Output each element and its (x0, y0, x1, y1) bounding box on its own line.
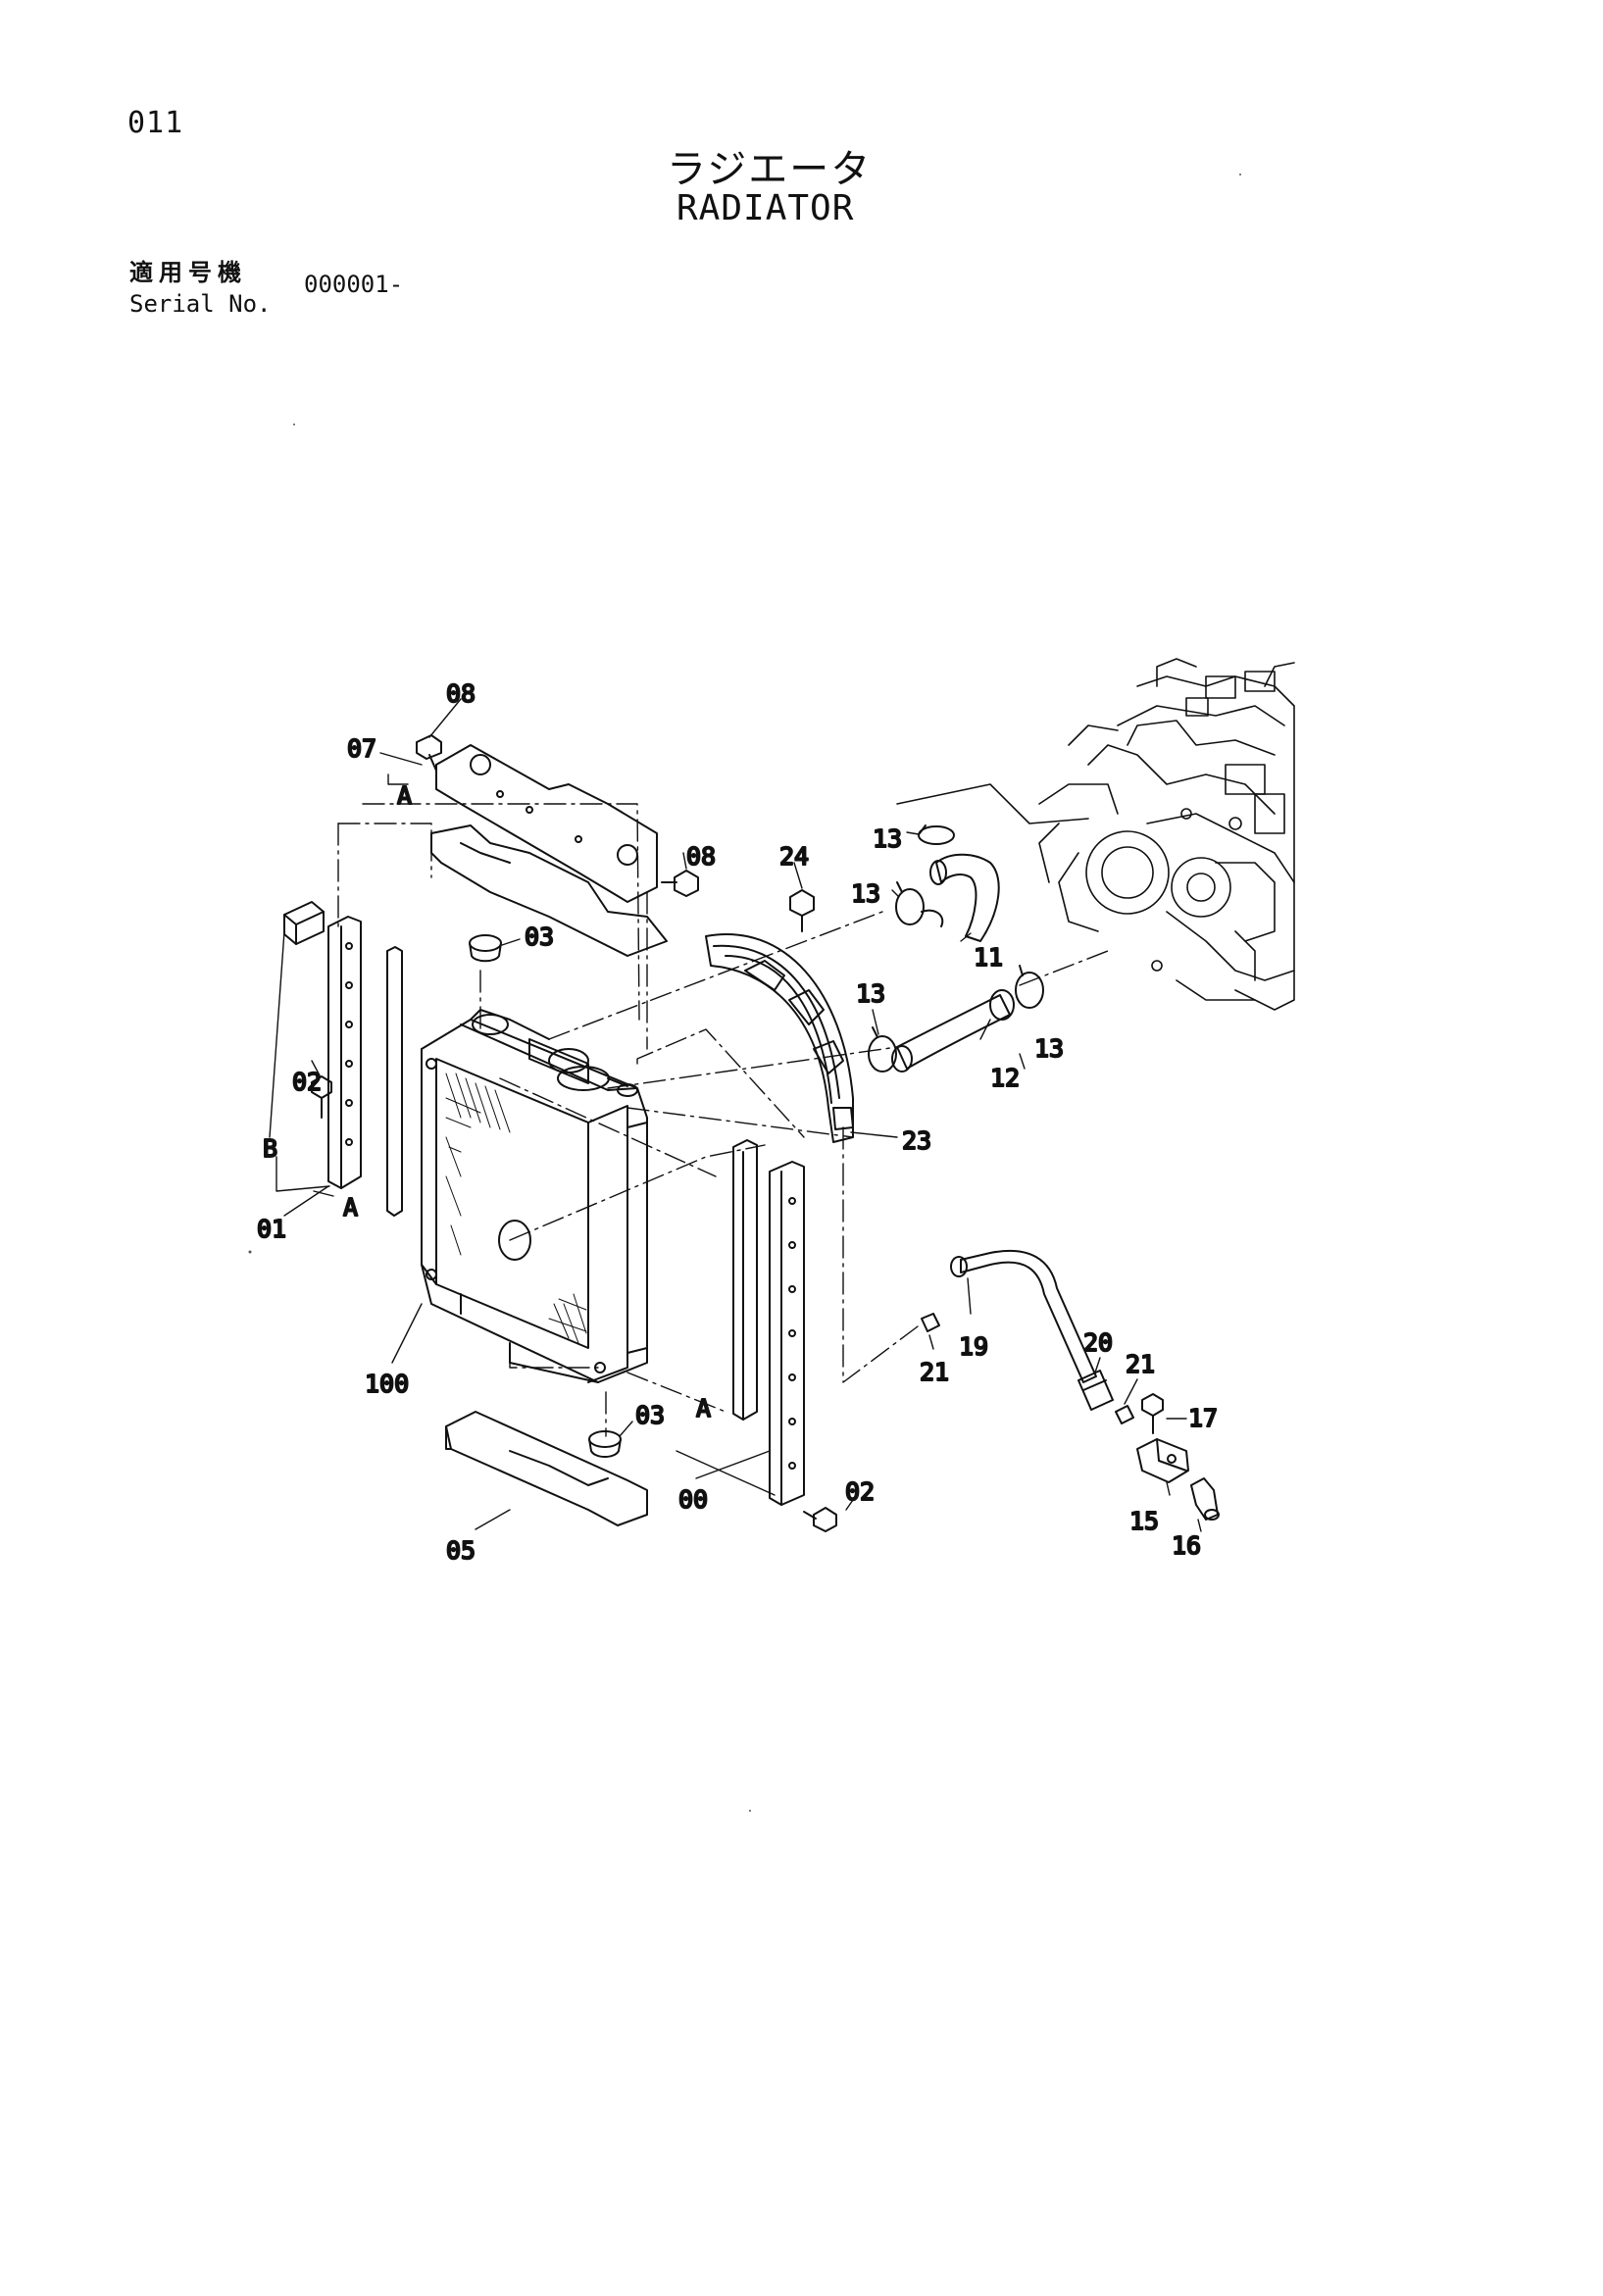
serial-label-japanese: 適用号機 (129, 259, 247, 286)
clamp-21-right (1115, 1405, 1134, 1424)
hose-clamp-1 (918, 824, 955, 845)
upper-bracket (435, 744, 658, 903)
scan-speck (1239, 174, 1241, 175)
callout-leaders (269, 698, 1202, 1532)
callout-a: A (397, 781, 412, 810)
callout-24: 24 (779, 842, 809, 871)
engine-illustration (1038, 658, 1295, 1011)
drain-fitting-20 (1077, 1370, 1114, 1411)
bolt-24 (789, 889, 815, 932)
engine-leader-line (896, 783, 1089, 824)
callout-12: 12 (990, 1064, 1020, 1092)
callout-08: 08 (686, 842, 716, 871)
page-title-japanese: ラジエータ (667, 147, 873, 192)
callout-19: 19 (959, 1332, 988, 1361)
callout-03: 03 (635, 1401, 665, 1429)
bolt-08-top (416, 734, 442, 772)
callout-00: 00 (678, 1485, 708, 1514)
drain-cock-16 (1190, 1477, 1220, 1521)
side-seal-left-block (283, 901, 325, 945)
callout-23: 23 (902, 1126, 931, 1155)
scan-speck (248, 1250, 252, 1254)
page-number: 011 (127, 106, 184, 140)
callout-13: 13 (1034, 1034, 1064, 1063)
bolt-08-side (661, 870, 699, 897)
callout-21: 21 (1126, 1350, 1155, 1378)
callout-08: 08 (446, 679, 476, 708)
lower-hose (891, 989, 1015, 1073)
hose-clamp-3 (868, 1026, 897, 1073)
callout-a: A (696, 1394, 711, 1423)
rubber-mount-top (469, 934, 502, 963)
upper-hose (921, 853, 1000, 942)
rubber-mount-bottom (588, 1430, 622, 1458)
callout-02: 02 (292, 1068, 322, 1096)
side-plate-right (769, 1161, 805, 1506)
callout-b: B (263, 1134, 277, 1163)
callout-13: 13 (856, 979, 885, 1008)
callout-11: 11 (974, 943, 1003, 972)
clamp-21-left (921, 1313, 940, 1332)
callout-21: 21 (920, 1358, 949, 1386)
seal-strip-left (386, 946, 403, 1217)
assembly-centerlines (337, 803, 1109, 1437)
callout-17: 17 (1188, 1404, 1218, 1432)
hose-clamp-2 (895, 881, 925, 925)
callout-13: 13 (873, 824, 902, 853)
callout-03: 03 (525, 923, 554, 951)
core-fins (445, 1073, 587, 1344)
radiator-core (421, 1009, 648, 1383)
side-plate-left (327, 916, 362, 1189)
callout-20: 20 (1083, 1328, 1113, 1357)
lower-seal-plate (445, 1411, 648, 1526)
page-title: RADIATOR (676, 188, 855, 228)
callout-100: 100 (365, 1370, 409, 1398)
hose-clamp-4 (1015, 965, 1044, 1009)
drain-hose (950, 1249, 1097, 1383)
serial-number-range: 000001- (304, 271, 404, 298)
scan-speck (749, 1810, 751, 1812)
serial-label: Serial No. (129, 290, 272, 318)
callout-01: 01 (257, 1215, 286, 1243)
bolt-02-right (803, 1507, 837, 1532)
seal-strip-right (732, 1139, 758, 1421)
callout-a: A (343, 1193, 358, 1222)
callout-13: 13 (851, 879, 880, 908)
shroud-seal-plate (430, 824, 668, 957)
callout-15: 15 (1129, 1507, 1159, 1535)
drain-bracket-15 (1136, 1438, 1189, 1483)
bolt-17 (1141, 1393, 1164, 1434)
scan-speck (293, 424, 295, 425)
callout-07: 07 (347, 734, 376, 763)
callout-05: 05 (446, 1536, 476, 1565)
callout-16: 16 (1172, 1531, 1201, 1560)
bolt-02-left (311, 1075, 332, 1119)
callout-02: 02 (845, 1477, 875, 1506)
